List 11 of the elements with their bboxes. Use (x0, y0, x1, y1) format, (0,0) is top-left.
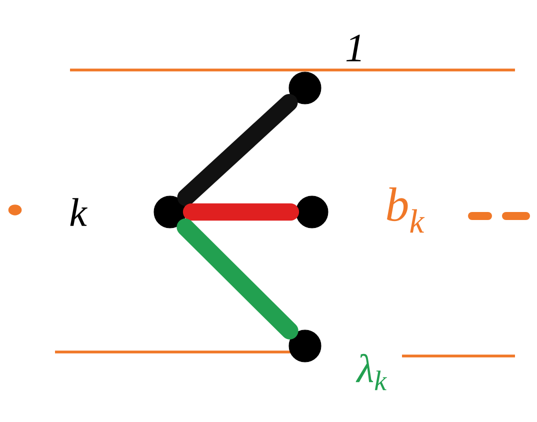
bar (176, 218, 298, 340)
symbol-label: b$_{k}$ (386, 187, 425, 233)
dot (154, 196, 186, 228)
dot (296, 196, 328, 228)
symbol-label: k (70, 198, 88, 226)
bar (182, 203, 300, 221)
dot (288, 330, 322, 362)
symbol-label: 1 (346, 34, 361, 62)
symbol-label: λ$_{k}$ (356, 354, 387, 390)
dot (288, 72, 322, 104)
bar (177, 94, 298, 206)
